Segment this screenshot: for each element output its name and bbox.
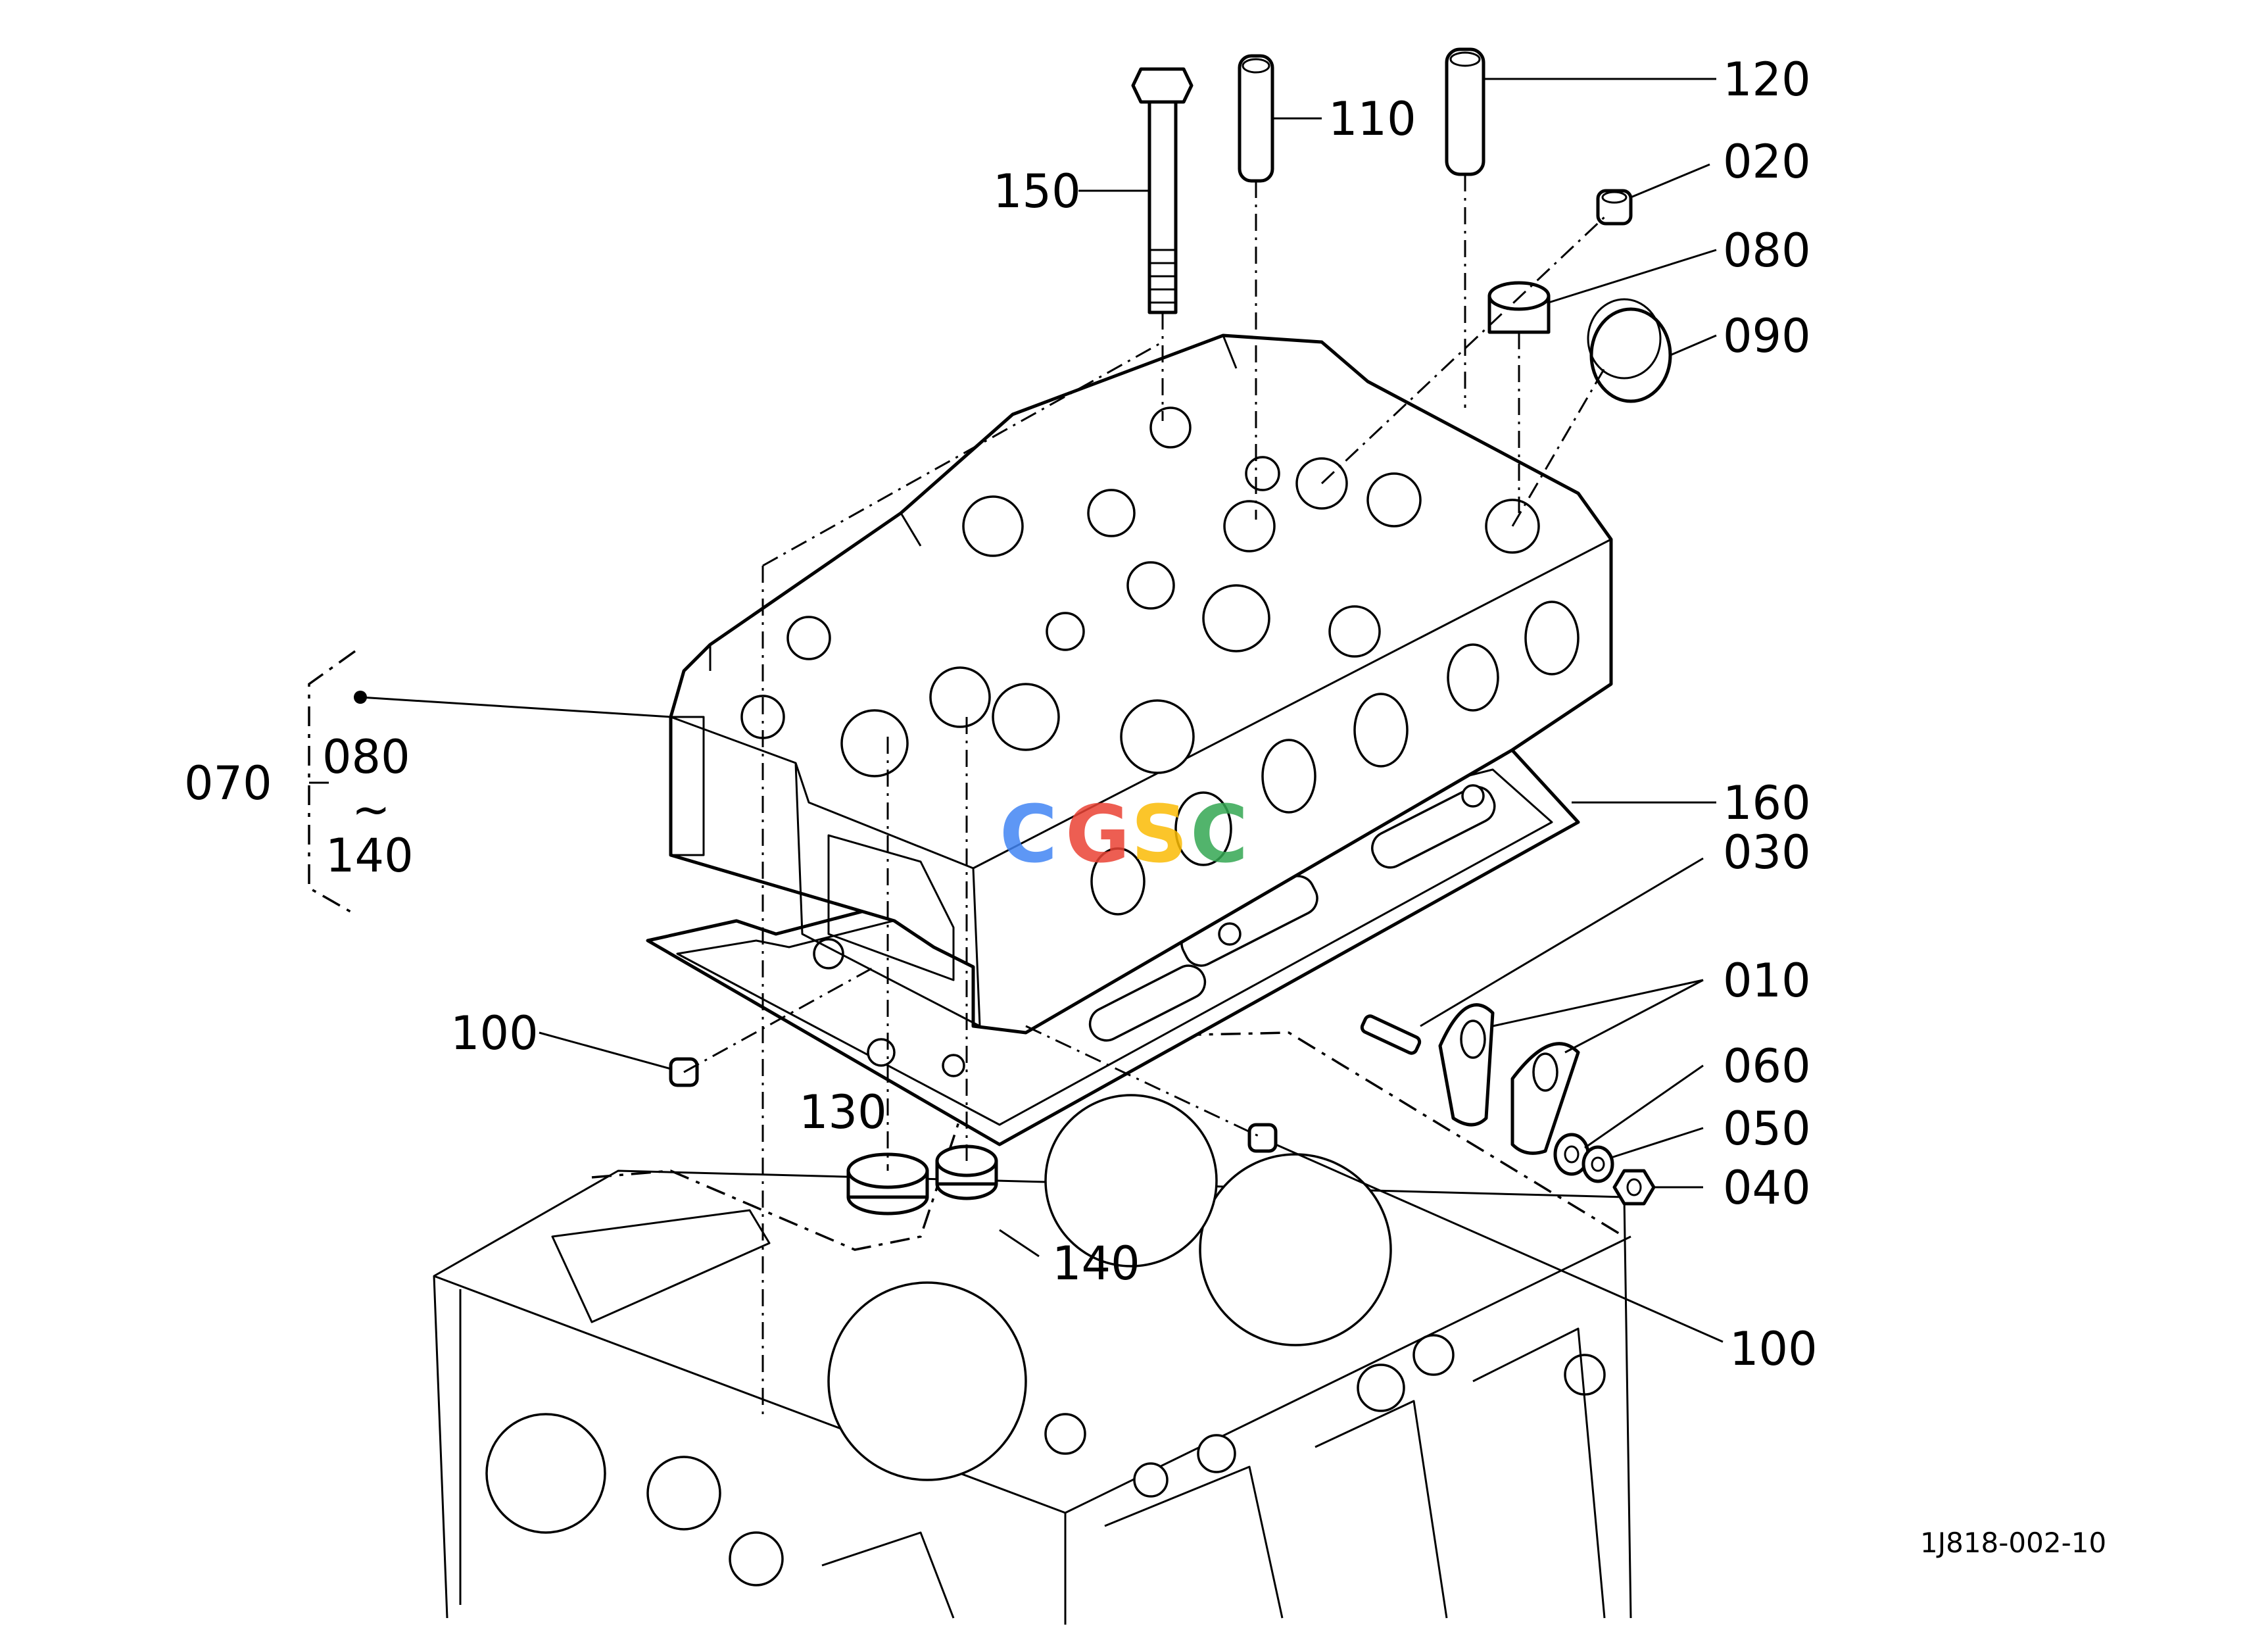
cap-090: [1587, 298, 1672, 403]
stud-030: [1360, 1014, 1422, 1055]
label-140: 140: [1052, 1237, 1140, 1291]
washer-050: [1581, 1145, 1614, 1183]
hooks-010: [1438, 1003, 1580, 1155]
seal-130: [846, 1152, 929, 1216]
engine-block: [433, 1031, 1632, 1625]
label-060: 060: [1723, 1039, 1811, 1093]
label-range-to: 140: [326, 829, 414, 883]
nut-040: [1612, 1169, 1656, 1206]
label-020: 020: [1723, 135, 1811, 189]
label-030: 030: [1723, 825, 1811, 879]
assembly-group-bracket: [308, 650, 356, 916]
watermark-letter-4: C: [1190, 789, 1248, 881]
label-120: 120: [1723, 53, 1811, 107]
leader-lines: [309, 78, 1724, 1421]
label-100-left: 100: [450, 1006, 539, 1060]
label-range-from: 080: [322, 730, 410, 784]
label-040: 040: [1723, 1161, 1811, 1215]
label-assembly-070: 070: [184, 756, 272, 810]
label-050: 050: [1723, 1102, 1811, 1156]
label-080: 080: [1723, 224, 1811, 278]
nozzle-sleeve-110: [1238, 54, 1274, 183]
label-010: 010: [1723, 954, 1811, 1008]
label-100-right: 100: [1729, 1322, 1818, 1376]
ring-080: [1487, 281, 1551, 334]
plug-020: [1596, 189, 1633, 226]
watermark: C G S C: [1000, 789, 1248, 881]
seal-140: [935, 1144, 998, 1200]
label-110: 110: [1328, 92, 1416, 146]
label-range-separator: ~: [352, 783, 391, 837]
nozzle-sleeve-120: [1445, 47, 1485, 176]
drawing-number: 1J818-002-10: [1920, 1527, 2106, 1559]
plug-100-right: [1247, 1123, 1278, 1153]
watermark-letter-3: S: [1131, 789, 1188, 881]
watermark-letter-1: C: [1000, 789, 1057, 881]
watermark-letter-2: G: [1065, 789, 1130, 881]
label-160: 160: [1723, 776, 1811, 830]
head-bolt: [1131, 67, 1194, 314]
cylinder-head: [669, 333, 1613, 1035]
label-130: 130: [799, 1085, 887, 1139]
label-090: 090: [1723, 309, 1811, 363]
label-150: 150: [993, 164, 1081, 218]
part-labels: 120 110 150 020 080 090 160 030 010 060 …: [184, 53, 2106, 1559]
